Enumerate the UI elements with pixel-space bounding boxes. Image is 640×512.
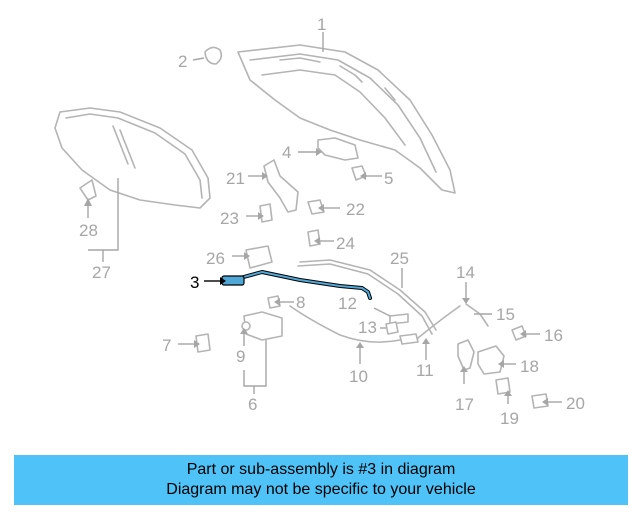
hood-insulator xyxy=(54,107,211,209)
leader-27 xyxy=(88,178,119,251)
callout-24[interactable]: 24 xyxy=(336,234,355,253)
callout-15[interactable]: 15 xyxy=(496,305,515,324)
bolt-7 xyxy=(195,333,211,353)
arrow-8 xyxy=(274,298,280,306)
callout-12[interactable]: 12 xyxy=(338,294,357,313)
callout-8[interactable]: 8 xyxy=(296,293,305,312)
callout-2[interactable]: 2 xyxy=(178,52,187,71)
callout-26[interactable]: 26 xyxy=(206,249,225,268)
retainer-clip xyxy=(79,179,97,201)
arrow-23 xyxy=(258,212,264,220)
parts-diagram: 1 2 27 28 4 5 21 22 23 24 26 xyxy=(54,15,585,428)
arrow-5 xyxy=(360,172,366,180)
callout-10[interactable]: 10 xyxy=(349,367,368,386)
arrow-10 xyxy=(356,342,364,348)
leader-2 xyxy=(192,57,205,61)
callout-3[interactable]: 3 xyxy=(190,273,199,292)
arrow-9 xyxy=(240,328,248,334)
callout-27[interactable]: 27 xyxy=(92,263,111,282)
bolt-23 xyxy=(259,203,273,223)
arrow-11 xyxy=(422,338,430,344)
callout-19[interactable]: 19 xyxy=(500,409,519,428)
banner-line-1: Part or sub-assembly is #3 in diagram xyxy=(186,461,456,478)
arrow-21 xyxy=(262,172,268,180)
arrow-24 xyxy=(314,237,320,245)
connector-13 xyxy=(399,333,419,345)
info-banner: Part or sub-assembly is #3 in diagram Di… xyxy=(14,455,628,505)
callout-25[interactable]: 25 xyxy=(390,249,409,268)
callout-6[interactable]: 6 xyxy=(248,395,257,414)
callout-4[interactable]: 4 xyxy=(282,143,291,162)
safety-catch xyxy=(465,303,489,327)
hinge-bracket xyxy=(263,159,299,213)
release-cable xyxy=(289,305,401,343)
callout-18[interactable]: 18 xyxy=(520,357,539,376)
arrow-17 xyxy=(460,366,468,372)
callout-9[interactable]: 9 xyxy=(236,347,245,366)
callout-7[interactable]: 7 xyxy=(162,336,171,355)
arrow-18 xyxy=(498,360,504,368)
prop-rod xyxy=(299,259,437,331)
arrow-28 xyxy=(84,198,92,206)
arrow-26 xyxy=(244,252,250,260)
hood-bumper xyxy=(204,46,223,65)
callout-17[interactable]: 17 xyxy=(455,395,474,414)
callout-21[interactable]: 21 xyxy=(226,169,245,188)
banner-line-2: Diagram may not be specific to your vehi… xyxy=(166,481,476,498)
arrow-14 xyxy=(462,298,470,304)
clip-13 xyxy=(385,321,399,335)
arrow-16 xyxy=(520,330,526,338)
callout-1[interactable]: 1 xyxy=(317,15,326,34)
callout-5[interactable]: 5 xyxy=(384,169,393,188)
hood xyxy=(237,44,456,194)
cable-guide xyxy=(245,245,273,269)
hood-hinge xyxy=(317,137,359,161)
handle-bracket xyxy=(477,345,505,375)
callout-23[interactable]: 23 xyxy=(220,209,239,228)
callout-20[interactable]: 20 xyxy=(566,394,585,413)
callout-11[interactable]: 11 xyxy=(416,361,434,380)
latch-cable xyxy=(417,305,461,339)
leader-6 xyxy=(243,340,267,387)
arrow-3 xyxy=(220,277,226,285)
callout-28[interactable]: 28 xyxy=(79,221,98,240)
leader-12 xyxy=(373,307,391,317)
callout-16[interactable]: 16 xyxy=(544,326,563,345)
arrow-20 xyxy=(542,398,548,406)
arrow-7 xyxy=(194,340,200,348)
latch-bolt xyxy=(241,321,251,331)
callout-13[interactable]: 13 xyxy=(358,318,377,337)
prop-rod-inner xyxy=(297,263,433,335)
callout-22[interactable]: 22 xyxy=(346,200,365,219)
arrow-4 xyxy=(316,148,322,156)
bolt-19 xyxy=(495,377,511,395)
arrow-22 xyxy=(318,204,324,212)
release-handle xyxy=(457,339,475,371)
arrow-19 xyxy=(504,390,512,396)
callout-14[interactable]: 14 xyxy=(456,263,475,282)
